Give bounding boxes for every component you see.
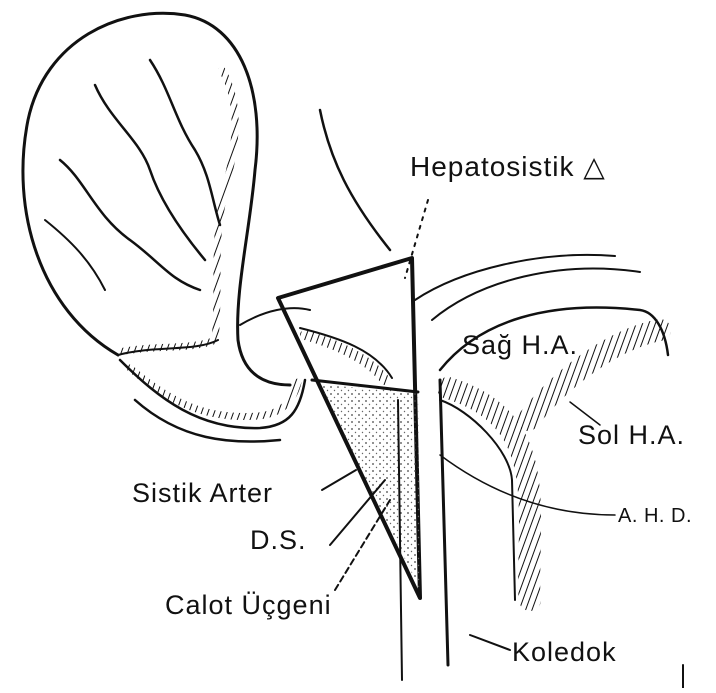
label-sol-ha: Sol H.A. [578,420,685,451]
label-ds: D.S. [250,525,307,556]
gallbladder-fold-3 [150,60,220,225]
cystic-duct [120,360,305,428]
liver-edge-lower [240,308,310,325]
liver-edge [320,110,390,250]
calot-triangle-fill [320,385,420,590]
hepatic-duct-left [440,380,448,665]
label-sistik-arter: Sistik Arter [132,478,273,509]
label-calot: Calot Üçgeni [165,590,332,621]
leader-sistik-arter [322,470,356,490]
gallbladder-fold-1 [95,85,205,260]
label-sag-ha: Sağ H.A. [462,330,578,361]
leader-hepatosistik [405,200,428,278]
label-ahd: A. H. D. [618,505,692,528]
label-koledok: Koledok [512,637,617,668]
leader-koledok [470,635,510,650]
leader-calot [335,500,390,590]
leader-ds [330,480,385,545]
label-hepatosistik: Hepatosistik △ [410,150,606,183]
gallbladder-fold-4 [45,220,105,290]
gallbladder-wall [120,70,235,352]
liver-top-band-2 [415,255,615,300]
